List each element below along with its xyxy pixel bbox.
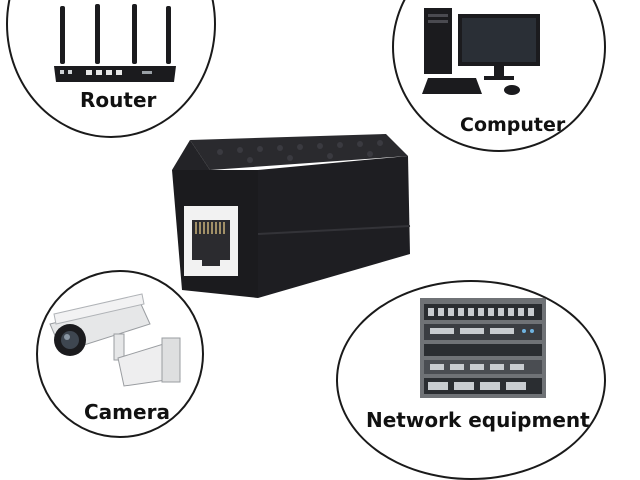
rj45-coupler-icon xyxy=(172,134,411,298)
router-label: Router xyxy=(80,88,157,112)
network-bubble: Network equipment xyxy=(336,280,606,480)
camera-label: Camera xyxy=(84,400,170,424)
router-bubble: Router xyxy=(6,0,216,138)
router-icon xyxy=(54,4,176,82)
camera-bubble: Camera xyxy=(36,270,204,438)
computer-label: Computer xyxy=(460,114,566,136)
computer-bubble: Computer xyxy=(392,0,606,152)
network-equipment-icon xyxy=(420,298,546,398)
network-label: Network equipment xyxy=(366,408,590,432)
camera-icon xyxy=(49,293,181,387)
computer-icon xyxy=(422,8,540,95)
